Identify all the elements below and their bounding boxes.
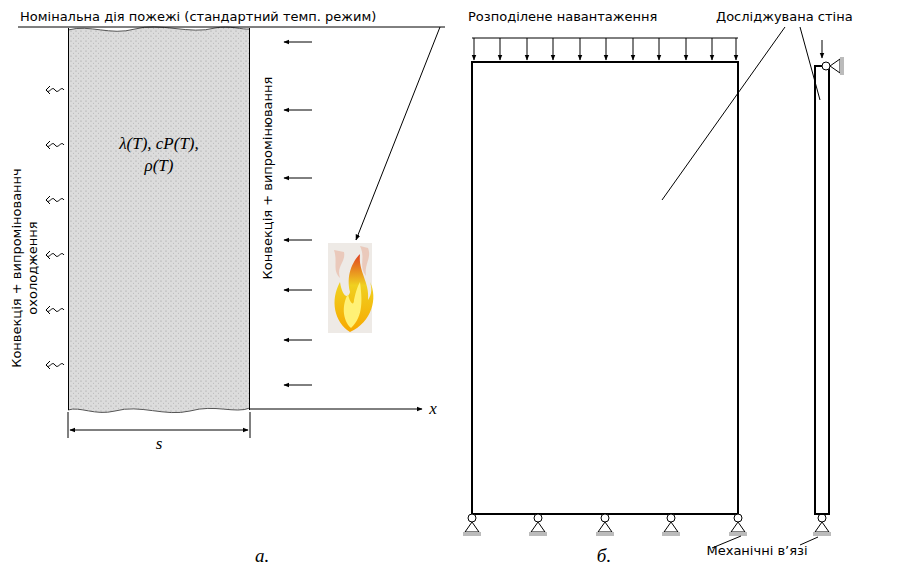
heating-label: Конвекція + випромінювання bbox=[260, 77, 276, 280]
pin-supports bbox=[463, 514, 831, 536]
cooling-waves bbox=[46, 86, 64, 369]
material-properties: λ(T), cP(T), ρ(T) bbox=[107, 133, 211, 177]
flame-picture bbox=[328, 243, 373, 333]
wall-front-view bbox=[472, 38, 738, 514]
heat-arrows bbox=[284, 42, 312, 385]
load-label: Розподілене навантаження bbox=[468, 9, 657, 25]
wall-side-view bbox=[815, 57, 844, 514]
supports-label: Механічні в’язі bbox=[706, 543, 807, 559]
dimension-label: s bbox=[156, 434, 163, 454]
wall-section bbox=[68, 27, 250, 413]
axis-label: x bbox=[429, 399, 437, 419]
wall-label: Досліджувана стіна bbox=[716, 9, 853, 25]
wall-section-box: λ(T), cP(T), ρ(T) bbox=[68, 28, 250, 410]
leader-line bbox=[18, 27, 445, 240]
dimension-lines bbox=[68, 409, 422, 438]
fire-action-label: Номінальна дія пожежі (стандартний темп.… bbox=[20, 9, 376, 25]
panel-caption: а. bbox=[255, 545, 269, 567]
leader-line bbox=[662, 27, 820, 548]
panel-caption: б. bbox=[597, 545, 611, 567]
cooling-label: Конвекція + випромінованнч охолодження bbox=[9, 148, 41, 388]
